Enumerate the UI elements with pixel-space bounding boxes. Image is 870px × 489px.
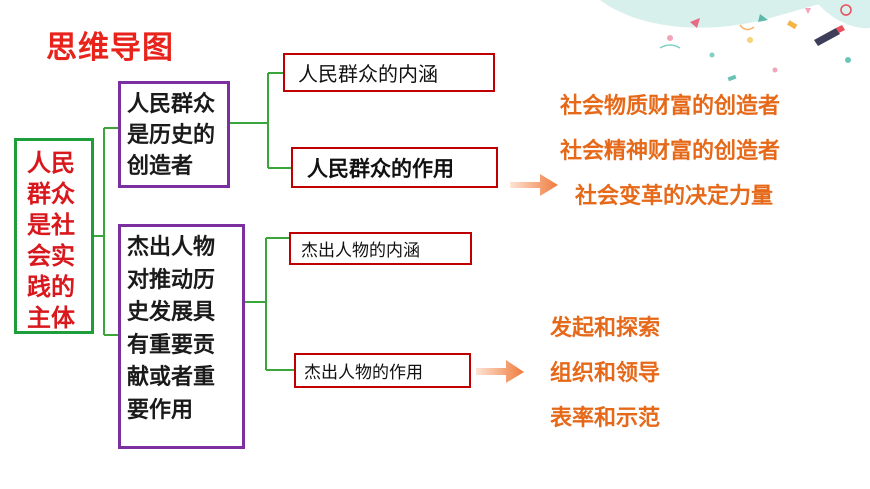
branch-line: 是历史的 — [127, 123, 216, 148]
root-line: 践的 — [27, 273, 75, 301]
branch-line: 史发展具 — [127, 300, 216, 325]
result-item: 社会变革的决定力量 — [575, 184, 774, 209]
arrow-to-results-1 — [510, 174, 558, 196]
root-line: 是社 — [27, 211, 75, 239]
leaf-people-meaning: 人民群众的内涵 — [283, 53, 495, 92]
leaf-people-role: 人民群众的作用 — [291, 147, 498, 188]
branch-line: 创造者 — [127, 154, 194, 179]
page-title: 思维导图 — [46, 30, 174, 66]
root-line: 主体 — [27, 304, 75, 332]
result-item: 表率和示范 — [550, 406, 661, 431]
result-item: 社会精神财富的创造者 — [560, 139, 781, 164]
branch-line: 献或者重 — [127, 365, 216, 390]
branch-line: 杰出人物 — [127, 235, 216, 260]
leaf-figures-role: 杰出人物的作用 — [294, 353, 471, 388]
root-line: 会实 — [27, 242, 75, 270]
root-node: 人民 群众 是社 会实 践的 主体 — [14, 138, 94, 334]
branch-line: 有重要贡 — [127, 332, 216, 358]
branch-line: 对推动历 — [127, 267, 216, 293]
figures-role-results: 发起和探索 组织和领导 表率和示范 — [550, 306, 660, 441]
result-item: 组织和领导 — [550, 361, 661, 386]
root-line: 人民 — [27, 149, 75, 177]
branch-line: 人民群众 — [127, 92, 216, 117]
branch-people-creators: 人民群众 是历史的 创造者 — [118, 81, 230, 188]
arrow-to-results-2 — [476, 360, 524, 383]
branch-outstanding-figures: 杰出人物 对推动历 史发展具 有重要贡 献或者重 要作用 — [118, 224, 245, 449]
result-item: 社会物质财富的创造者 — [560, 94, 781, 119]
leaf-figures-meaning: 杰出人物的内涵 — [289, 232, 472, 265]
branch-line: 要作用 — [127, 397, 194, 423]
decorative-confetti — [600, 0, 870, 82]
people-role-results: 社会物质财富的创造者 社会精神财富的创造者 社会变革的决定力量 — [560, 84, 780, 219]
root-line: 群众 — [27, 180, 75, 208]
result-item: 发起和探索 — [550, 316, 661, 341]
